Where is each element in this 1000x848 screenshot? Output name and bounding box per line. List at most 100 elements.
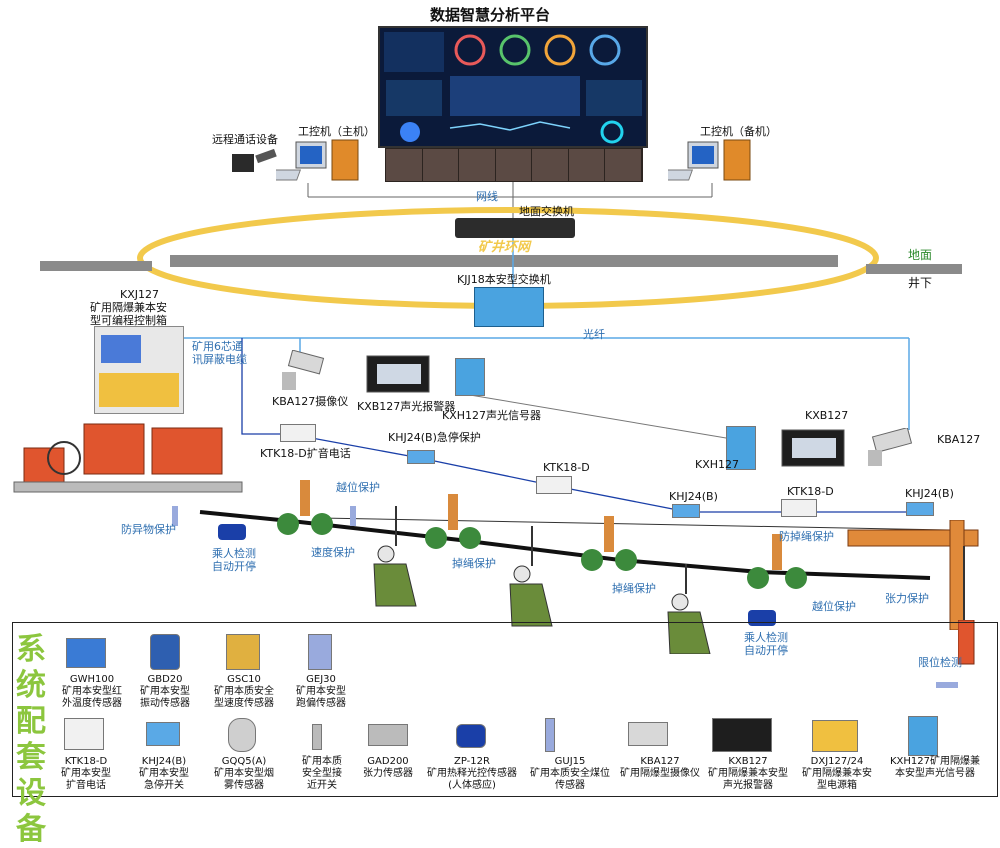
proximity-switch-icon (312, 724, 322, 750)
kjj-switch-label: KJJ18本安型交换机 (457, 273, 551, 286)
alarm-icon (781, 429, 845, 467)
vibration-sensor-icon (150, 634, 180, 670)
kxb-right-label: KXB127 (805, 409, 849, 422)
kxb-alarm-label: KXB127声光报警器 (357, 400, 456, 413)
alarm-icon (712, 718, 772, 752)
rider-figure (373, 506, 417, 607)
remote-device-label: 远程通话设备 (212, 133, 278, 146)
power-box-icon (812, 720, 858, 752)
tension-sensor-icon (368, 724, 408, 746)
pyro-sensor-icon (456, 724, 486, 748)
controller-line1: 矿用隔爆兼本安 (90, 301, 167, 314)
rope-drop-label-3: 防掉绳保护 (779, 530, 834, 543)
passenger-label-2b: 自动开停 (744, 644, 788, 657)
kxh-right-label: KXH127 (695, 458, 740, 471)
fiber-label: 光纤 (583, 328, 605, 341)
dashboard-screen (378, 26, 648, 148)
alarm-icon (366, 355, 430, 393)
controller-line2: 型可编程控制箱 (90, 314, 167, 327)
ktk-phone-label: KTK18-D扩音电话 (260, 447, 351, 460)
speed-label: 速度保护 (311, 546, 355, 559)
pulley-assembly (425, 494, 481, 549)
dashboard-graphic (384, 32, 642, 144)
stop-switch (672, 504, 700, 518)
passenger-sensor-icon (218, 524, 246, 540)
temperature-sensor-icon (66, 638, 106, 668)
khj-right-label: KHJ24(B) (905, 487, 954, 500)
phone-icon (232, 148, 277, 172)
pulley-assembly (581, 516, 637, 571)
ground-switch-label: 地面交换机 (519, 205, 574, 218)
signal-device-icon (908, 716, 938, 756)
stop-switch (407, 450, 435, 464)
legend-panel (12, 622, 998, 797)
cable-line2: 讯屏蔽电缆 (192, 353, 247, 366)
legend-item: 矿用本质安全型接近开关 (302, 756, 342, 791)
computer-icon (276, 139, 359, 181)
camera-icon (868, 428, 913, 466)
drive-machine (13, 423, 243, 493)
overrun-label-2: 越位保护 (812, 600, 856, 613)
phone-device (280, 424, 316, 442)
overrun-label-1: 越位保护 (336, 481, 380, 494)
pc-main-label: 工控机（主机） (298, 125, 375, 138)
controller-model: KXJ127 (120, 288, 159, 301)
ktk-mid-label: KTK18-D (543, 461, 590, 474)
tension-label: 张力保护 (885, 592, 929, 605)
kxh-signal-label: KXH127声光信号器 (442, 409, 542, 422)
speed-sensor-icon (226, 634, 260, 670)
kba-right-label: KBA127 (937, 433, 981, 446)
smoke-sensor-icon (228, 718, 256, 752)
sensor-icon (172, 506, 178, 526)
counterweight (958, 620, 975, 665)
cable-line1: 矿用6芯通 (192, 340, 243, 353)
ring-network-label: 矿井环网 (478, 240, 531, 255)
phone-device (781, 499, 817, 517)
rope-drop-label-2: 掉绳保护 (612, 582, 656, 595)
ground-label: 地面 (908, 248, 933, 262)
phone-device (536, 476, 572, 494)
platform-title: 数据智慧分析平台 (430, 6, 551, 24)
foreign-object-label: 防异物保护 (121, 523, 176, 536)
cable-label: 网线 (476, 190, 498, 203)
limit-label: 限位检测 (918, 656, 962, 669)
kba-camera-label: KBA127摄像仪 (272, 395, 349, 408)
camera-icon (282, 350, 325, 390)
limit-sensor-icon (936, 682, 958, 688)
rope-drop-label-1: 掉绳保护 (452, 557, 496, 570)
tension-structure (847, 520, 979, 630)
camera-icon (628, 722, 668, 746)
legend-item: KHJ24(B)矿用本安型急停开关 (139, 756, 189, 791)
rider-figure (509, 526, 553, 627)
controller-box (94, 326, 184, 414)
legend-title: 系统配套设备 (16, 632, 46, 847)
passenger-label-1a: 乘人检测 (212, 547, 256, 560)
phone-device-icon (64, 718, 104, 750)
pulley-assembly (277, 480, 333, 535)
stop-switch-icon (146, 722, 180, 746)
khj-stop-label: KHJ24(B)急停保护 (388, 431, 481, 444)
pc-backup-label: 工控机（备机） (700, 125, 777, 138)
deviation-sensor-icon (308, 634, 332, 670)
console-cabinet (385, 148, 643, 182)
coal-level-sensor-icon (545, 718, 555, 752)
signal-device (726, 426, 756, 470)
ground-switch (455, 218, 575, 238)
underground-label: 井下 (908, 276, 933, 290)
ktk-right-label: KTK18-D (787, 485, 834, 498)
khj-mid-label: KHJ24(B) (669, 490, 718, 503)
kjj-switch-box (474, 287, 544, 327)
stop-switch (906, 502, 934, 516)
sensor-icon (350, 506, 356, 526)
